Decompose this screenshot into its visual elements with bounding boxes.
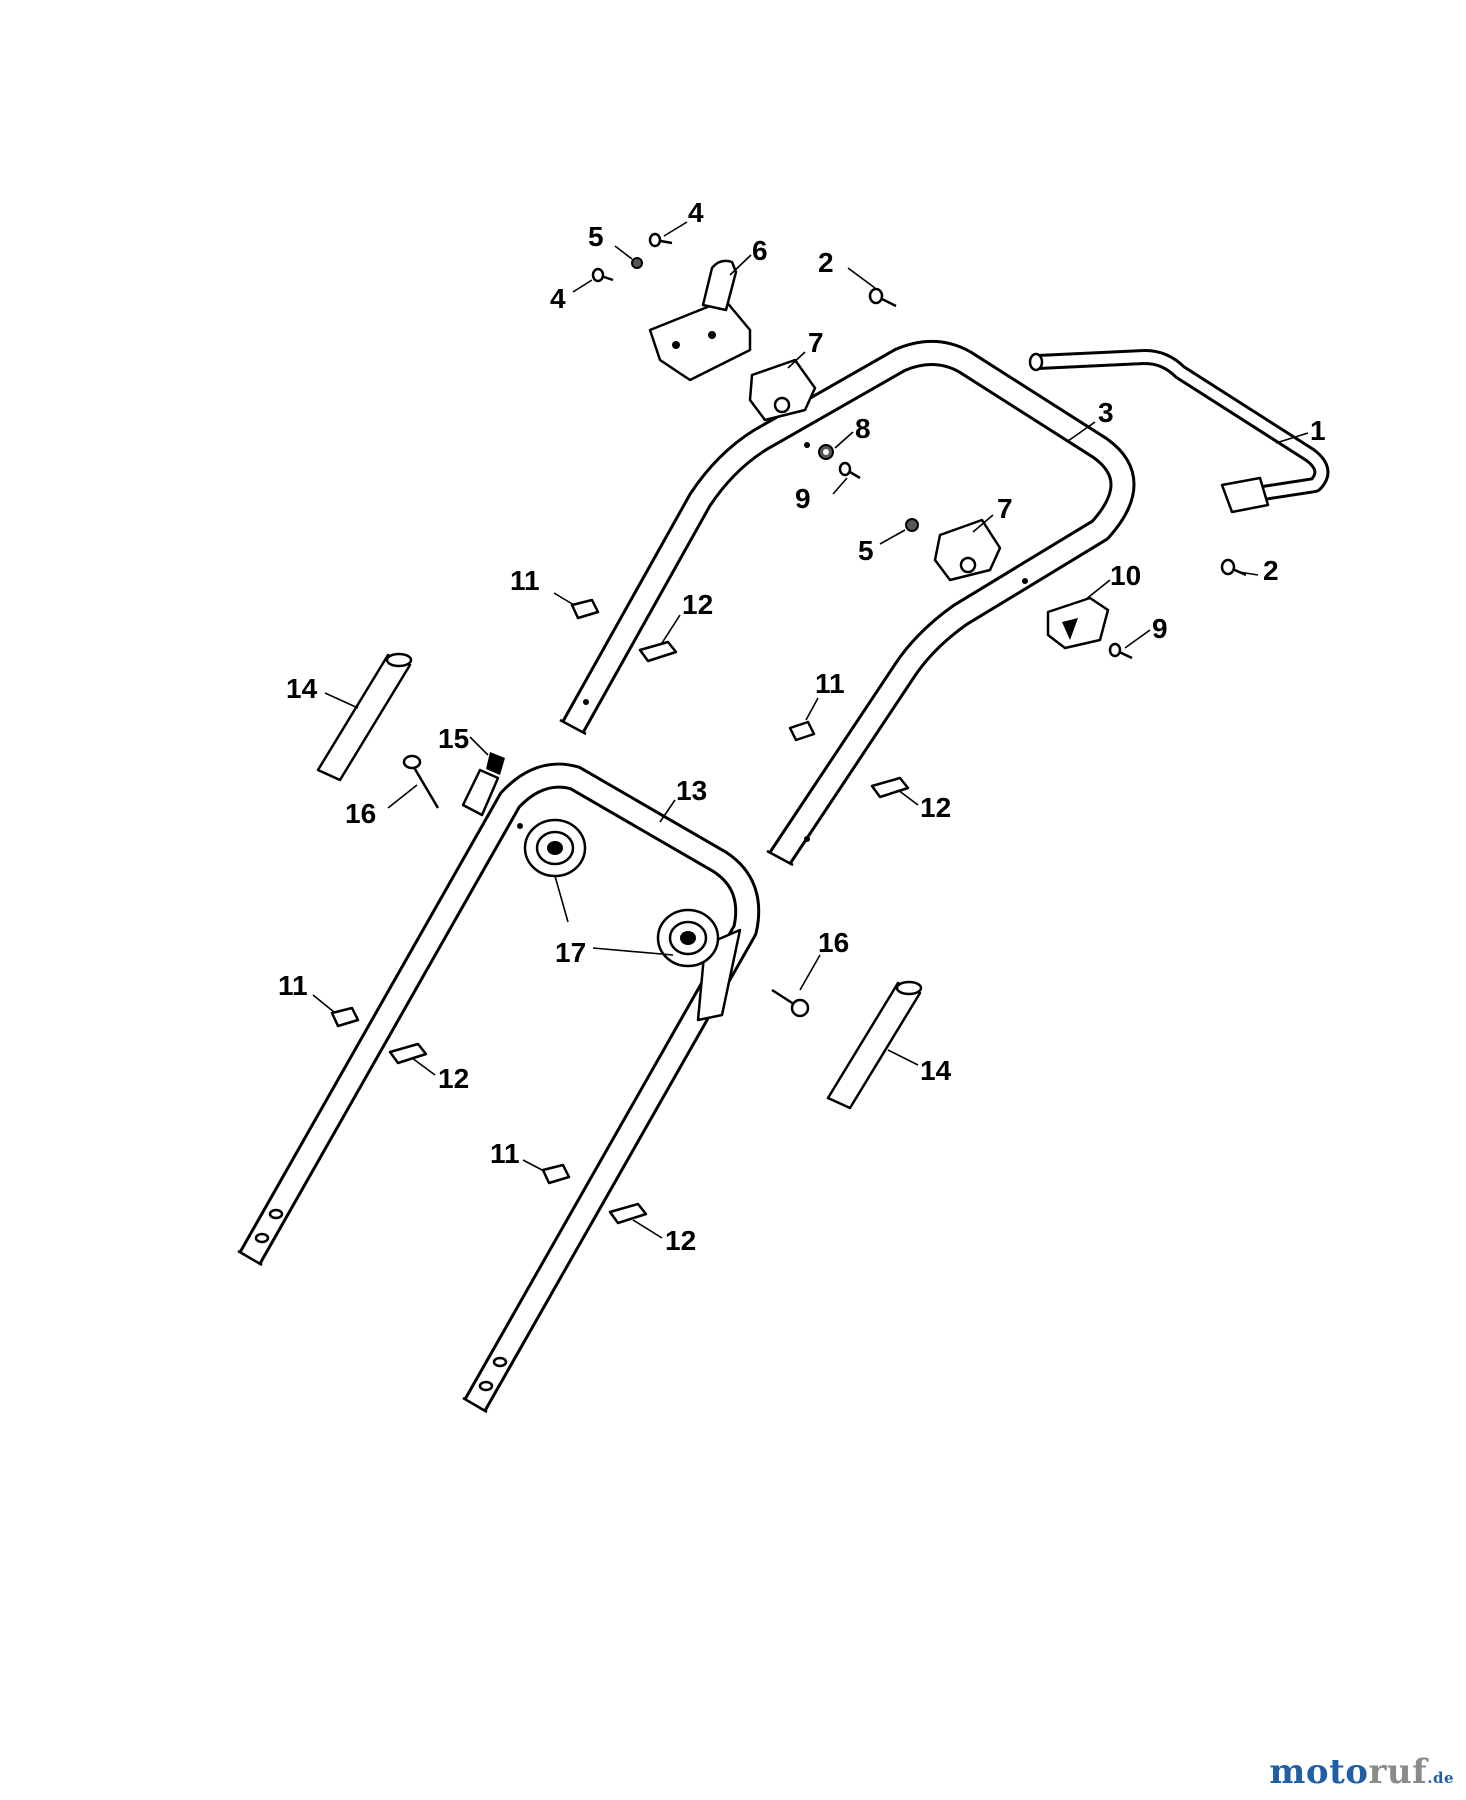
throttle-control xyxy=(648,259,752,382)
callout-2-right: 2 xyxy=(1263,555,1279,586)
tubes-14 xyxy=(316,652,923,1110)
watermark-part-3: .de xyxy=(1427,1769,1454,1787)
callout-12-c: 12 xyxy=(438,1063,469,1094)
callout-4-left: 4 xyxy=(550,283,566,314)
callout-12-b: 12 xyxy=(920,792,951,823)
callout-14-left: 14 xyxy=(286,673,318,704)
lower-handle xyxy=(237,762,761,1414)
callout-1: 1 xyxy=(1310,415,1326,446)
callout-11-b: 11 xyxy=(815,668,845,699)
callout-3: 3 xyxy=(1098,397,1114,428)
rollers-17 xyxy=(523,818,720,968)
callout-9-right: 9 xyxy=(1152,613,1168,644)
callout-12-d: 12 xyxy=(665,1225,696,1256)
callout-15: 15 xyxy=(438,723,469,754)
callout-5-mid: 5 xyxy=(858,535,874,566)
callout-13: 13 xyxy=(676,775,707,806)
callout-7-top: 7 xyxy=(808,327,824,358)
callout-11-a: 11 xyxy=(510,565,540,596)
callout-5-top: 5 xyxy=(588,221,604,252)
callout-labels: 1 2 2 3 4 4 5 5 6 7 7 8 9 9 10 11 11 11 … xyxy=(278,197,1326,1256)
control-bail xyxy=(1028,349,1330,514)
watermark-logo: motoruf.de xyxy=(1269,1752,1454,1792)
cable-guide xyxy=(1046,596,1110,650)
callout-12-a: 12 xyxy=(682,589,713,620)
callout-10: 10 xyxy=(1110,560,1141,591)
callout-16-right: 16 xyxy=(818,927,849,958)
callout-9-left: 9 xyxy=(795,483,811,514)
watermark-part-2: ruf xyxy=(1368,1752,1428,1792)
callout-14-right: 14 xyxy=(920,1055,952,1086)
callout-11-c: 11 xyxy=(278,970,308,1001)
leader-lines xyxy=(312,221,1309,1239)
brackets-12 xyxy=(388,640,910,1225)
brackets-11 xyxy=(330,598,816,1185)
upper-handle xyxy=(559,339,1136,867)
callout-4-top: 4 xyxy=(688,197,704,228)
handle-clamp-lower xyxy=(933,518,1002,582)
callout-7-mid: 7 xyxy=(997,493,1013,524)
callout-17: 17 xyxy=(555,937,586,968)
bolts xyxy=(402,232,1247,1018)
callout-8: 8 xyxy=(855,413,871,444)
watermark-part-1: moto xyxy=(1269,1752,1369,1792)
callout-6: 6 xyxy=(752,235,768,266)
callout-16-left: 16 xyxy=(345,798,376,829)
handle-clamp-upper xyxy=(748,358,817,422)
lock-15 xyxy=(461,752,505,817)
callout-2-top: 2 xyxy=(818,247,834,278)
callout-11-d: 11 xyxy=(490,1138,520,1169)
